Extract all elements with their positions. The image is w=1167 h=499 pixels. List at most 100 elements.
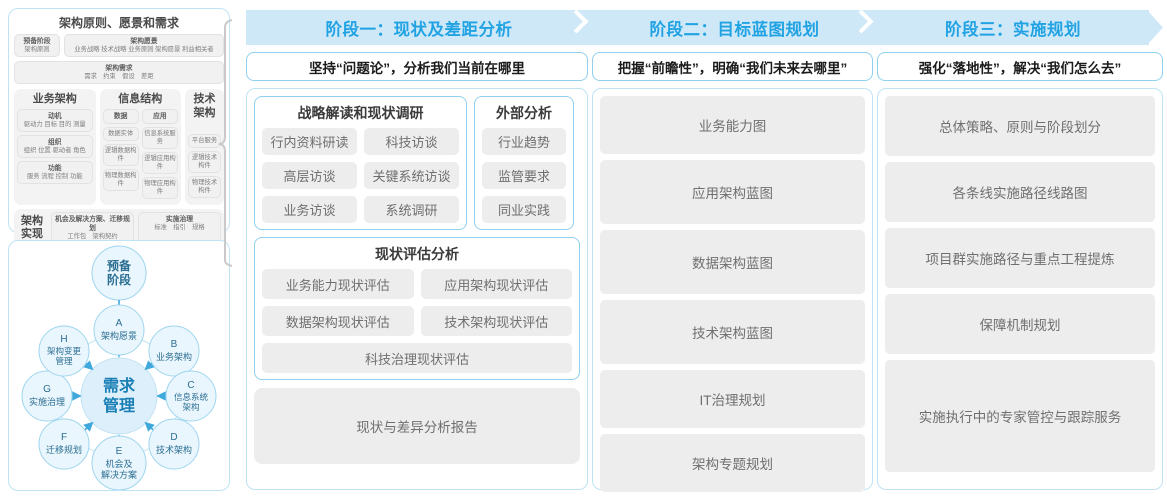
- phase-banner-2-label: 阶段二：目标蓝图规划: [649, 20, 820, 39]
- adm-node-E-label2: 解决方案: [101, 469, 137, 480]
- chip-business-interview[interactable]: 业务访谈: [262, 196, 357, 223]
- chip-internal-docs[interactable]: 行内资料研读: [262, 128, 357, 155]
- pillar-business-title: 业务架构: [32, 93, 77, 105]
- business-function-block: 功能 服务 流程 控制 功能: [17, 161, 93, 184]
- phase-1-subtitle: 坚持“问题论”，分析我们当前在哪里: [309, 60, 525, 76]
- opportunity-migration-block: 机会及解决方案、迁移规划 工作包 架构契约: [51, 212, 134, 244]
- chip-system-survey[interactable]: 系统调研: [364, 196, 459, 223]
- togaf-vision-row: 预备阶段 架构原则 架构愿景 业务战略 技术战略 业务原则 架构愿景 利益相关者: [14, 34, 224, 57]
- adm-node-E-label1: 机会及: [105, 458, 132, 469]
- adm-node-D-key: D: [170, 432, 177, 443]
- chip-industry-trend[interactable]: 行业趋势: [482, 128, 566, 155]
- adm-node-H-label2: 管理: [55, 356, 73, 366]
- prep-phase-items: 架构原则: [24, 46, 50, 53]
- adm-prep-line2: 阶段: [107, 272, 132, 287]
- app-col-title: 应用: [141, 109, 179, 124]
- current-state-assessment-card: 现状评估分析 业务能力现状评估 应用架构现状评估 数据架构现状评估 技术架构现状…: [254, 237, 580, 380]
- phase-3-stack: 总体策略、原则与阶段划分 各条线实施路径线路图 项目群实施路径与重点工程提炼 保…: [885, 96, 1155, 472]
- chip-data-arch-blueprint[interactable]: 数据架构蓝图: [600, 230, 865, 294]
- togaf-pillars: 业务架构 动机 驱动力 目标 目的 测量 组织 组织 位置 驱动者 角色 功能 …: [14, 89, 224, 205]
- chip-tech-arch-blueprint[interactable]: 技术架构蓝图: [600, 300, 865, 364]
- adm-node-G-label: 实施治理: [29, 396, 65, 407]
- chip-program-roadmap[interactable]: 项目群实施路径与重点工程提炼: [885, 228, 1155, 288]
- phase-3-subtitle-box: 强化“落地性”，解决“我们怎么去”: [877, 52, 1163, 81]
- adm-cycle-card: 需求 管理 预备 阶段 A 架构愿景: [8, 240, 230, 491]
- chip-business-capability-map[interactable]: 业务能力图: [600, 96, 865, 154]
- app-col-title-text: 应用: [153, 113, 167, 120]
- phase-chevron-2-icon: [851, 10, 877, 45]
- business-function-items: 服务 流程 控制 功能: [26, 173, 83, 180]
- chip-it-governance-plan[interactable]: IT治理规划: [600, 370, 865, 428]
- adm-node-D-label: 技术架构: [156, 444, 192, 455]
- arch-vision-items: 业务战略 技术战略 业务原则 架构愿景 利益相关者: [74, 46, 214, 53]
- chip-tech-interview[interactable]: 科技访谈: [364, 128, 459, 155]
- gap-analysis-report-box[interactable]: 现状与差异分析报告: [254, 388, 580, 464]
- adm-node-F-label: 迁移规划: [46, 444, 82, 455]
- adm-node-H-label1: 架构变更: [47, 346, 82, 356]
- platform-service-item: 平台服务: [188, 134, 221, 148]
- architecture-realization-label: 架构实现: [21, 215, 43, 240]
- arch-requirement-title: 架构需求: [105, 65, 133, 72]
- business-motivation-block: 动机 驱动力 目标 目的 测量: [17, 109, 93, 132]
- phase-2-body: 业务能力图 应用架构蓝图 数据架构蓝图 技术架构蓝图 IT治理规划 架构专题规划: [592, 88, 873, 492]
- chip-application-arch-assessment[interactable]: 应用架构现状评估: [420, 269, 572, 299]
- strategy-research-card: 战略解读和现状调研 行内资料研读 科技访谈 高层访谈 关键系统访谈 业务访谈 系…: [254, 96, 467, 230]
- phase-column-1: 坚持“问题论”，分析我们当前在哪里 战略解读和现状调研 行内资料研读 科技访谈 …: [246, 52, 588, 490]
- chip-executive-interview[interactable]: 高层访谈: [262, 162, 357, 189]
- adm-node-E-key: E: [116, 446, 123, 457]
- phase-banner: 阶段一：现状及差距分析 阶段二：目标蓝图规划 阶段三：实施规划: [246, 10, 1163, 45]
- opportunity-migration-title: 机会及解决方案、迁移规划: [55, 216, 130, 232]
- phase-column-2: 把握“前瞻性”，明确“我们未来去哪里” 业务能力图 应用架构蓝图 数据架构蓝图 …: [592, 52, 873, 492]
- business-organization-items: 组织 位置 驱动者 角色: [23, 147, 86, 154]
- prep-phase-block: 预备阶段 架构原则: [14, 34, 60, 57]
- strategy-research-title: 战略解读和现状调研: [297, 105, 424, 121]
- arch-requirement-items: 需求 约束 假设 差距: [84, 73, 154, 80]
- phase-3-body: 总体策略、原则与阶段划分 各条线实施路径线路图 项目群实施路径与重点工程提炼 保…: [877, 88, 1163, 490]
- brace-connector-icon: [218, 19, 233, 267]
- arch-vision-block: 架构愿景 业务战略 技术战略 业务原则 架构愿景 利益相关者: [64, 34, 224, 57]
- chip-data-arch-assessment[interactable]: 数据架构现状评估: [262, 306, 414, 336]
- phase-banner-1-label: 阶段一：现状及差距分析: [325, 20, 513, 39]
- business-organization-block: 组织 组织 位置 驱动者 角色: [17, 135, 93, 158]
- prep-phase-title: 预备阶段: [23, 38, 51, 45]
- assessment-row-1: 业务能力现状评估 应用架构现状评估: [262, 269, 572, 299]
- adm-node-B-key: B: [171, 339, 178, 350]
- assessment-row-3: 科技治理现状评估: [262, 343, 572, 373]
- phase-2-subtitle: 把握“前瞻性”，明确“我们未来去哪里”: [617, 60, 848, 76]
- phase-1-body: 战略解读和现状调研 行内资料研读 科技访谈 高层访谈 关键系统访谈 业务访谈 系…: [246, 88, 588, 490]
- data-entity-item: 数据实体: [102, 127, 139, 141]
- pillar-technology-architecture: 技术架构 平台服务 逻辑技术构件 物理技术构件: [185, 89, 224, 205]
- external-analysis-card: 外部分析 行业趋势 监管要求 同业实践: [474, 96, 574, 230]
- adm-center-line1: 需求: [103, 376, 136, 395]
- chip-tech-arch-assessment[interactable]: 技术架构现状评估: [420, 306, 572, 336]
- chip-overall-strategy[interactable]: 总体策略、原则与阶段划分: [885, 96, 1155, 156]
- chip-line-roadmap[interactable]: 各条线实施路径线路图: [885, 162, 1155, 222]
- chip-peer-practice[interactable]: 同业实践: [482, 196, 566, 223]
- strategy-research-row-1: 行内资料研读 科技访谈: [262, 128, 459, 155]
- phase-2-stack: 业务能力图 应用架构蓝图 数据架构蓝图 技术架构蓝图 IT治理规划 架构专题规划: [600, 96, 865, 492]
- strategy-research-row-3: 业务访谈 系统调研: [262, 196, 459, 223]
- data-col-title: 数据: [102, 109, 139, 124]
- logical-data-item: 逻辑数据构件: [102, 144, 139, 166]
- pillar-business-architecture: 业务架构 动机 驱动力 目标 目的 测量 组织 组织 位置 驱动者 角色 功能 …: [14, 89, 96, 205]
- adm-node-C-label1: 信息系统: [174, 392, 209, 402]
- phase-banner-3: 阶段三：实施规划: [877, 10, 1149, 45]
- business-function-title: 功能: [47, 165, 62, 172]
- chip-expert-control-tracking[interactable]: 实施执行中的专家管控与跟踪服务: [885, 360, 1155, 472]
- chip-business-capability-assessment[interactable]: 业务能力现状评估: [262, 269, 414, 299]
- chip-key-system-interview[interactable]: 关键系统访谈: [364, 162, 459, 189]
- business-organization-title: 组织: [47, 139, 62, 146]
- adm-cycle-diagram: 需求 管理 预备 阶段 A 架构愿景: [21, 245, 217, 490]
- phase-3-subtitle: 强化“落地性”，解决“我们怎么去”: [918, 60, 1122, 76]
- chip-it-governance-assessment[interactable]: 科技治理现状评估: [262, 343, 572, 373]
- chip-arch-topic-plan[interactable]: 架构专题规划: [600, 434, 865, 492]
- chip-assurance-mechanism[interactable]: 保障机制规划: [885, 294, 1155, 354]
- strategy-research-row-2: 高层访谈 关键系统访谈: [262, 162, 459, 189]
- logical-tech-item: 逻辑技术构件: [188, 151, 221, 173]
- business-motivation-items: 驱动力 目标 目的 测量: [23, 121, 86, 128]
- phase-2-subtitle-box: 把握“前瞻性”，明确“我们未来去哪里”: [592, 52, 873, 81]
- togaf-content-framework-card: 架构原则、愿景和需求 预备阶段 架构原则 架构愿景 业务战略 技术战略 业务原则…: [8, 8, 230, 247]
- chip-application-arch-blueprint[interactable]: 应用架构蓝图: [600, 160, 865, 224]
- chip-regulatory-requirement[interactable]: 监管要求: [482, 162, 566, 189]
- adm-prep-line1: 预备: [107, 258, 132, 273]
